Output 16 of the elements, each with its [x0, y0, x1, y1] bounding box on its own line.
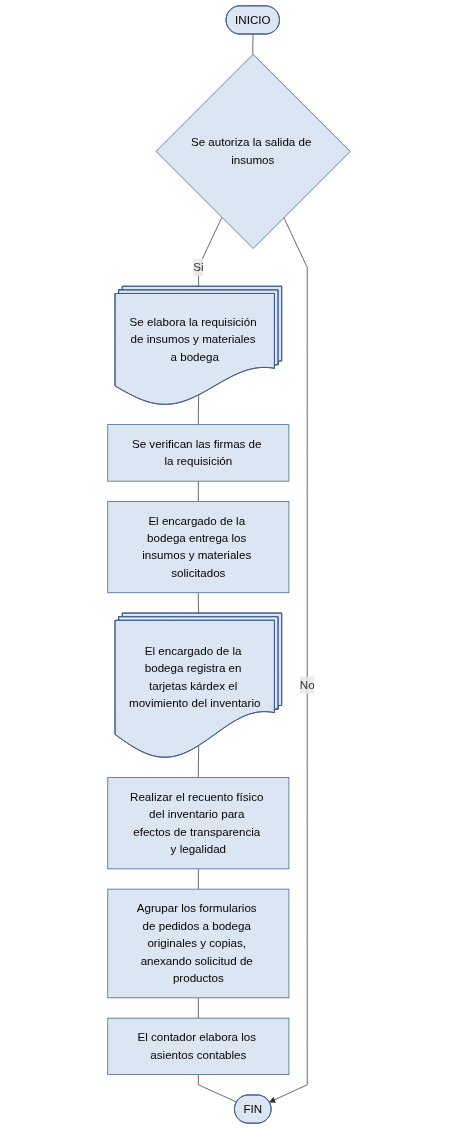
connector — [198, 868, 199, 890]
connector — [198, 1074, 238, 1103]
node-box: El contador elabora los asientos contables — [107, 1017, 290, 1075]
node-box: Realizar el recuento físico del inventario para efectos de transparencia y legalidad — [107, 777, 290, 870]
edge-label: No — [299, 678, 315, 691]
edge-label: Si — [193, 260, 204, 274]
connector — [198, 997, 199, 1019]
connector — [198, 592, 200, 614]
connector — [198, 480, 199, 502]
node-box: Se verifican las firmas de la requisición — [107, 424, 290, 482]
node-box: El encargado de la bodega entrega los insumos y materiales solicitados — [107, 501, 290, 594]
connector — [198, 745, 200, 778]
connector — [198, 217, 223, 287]
node-box: Agrupar los formularios de pedidos a bodega originales y copias, anexando solicitud de productos — [107, 888, 290, 999]
connector — [198, 394, 200, 425]
node-diamond: Se autoriza la salida de insumos — [155, 54, 351, 249]
